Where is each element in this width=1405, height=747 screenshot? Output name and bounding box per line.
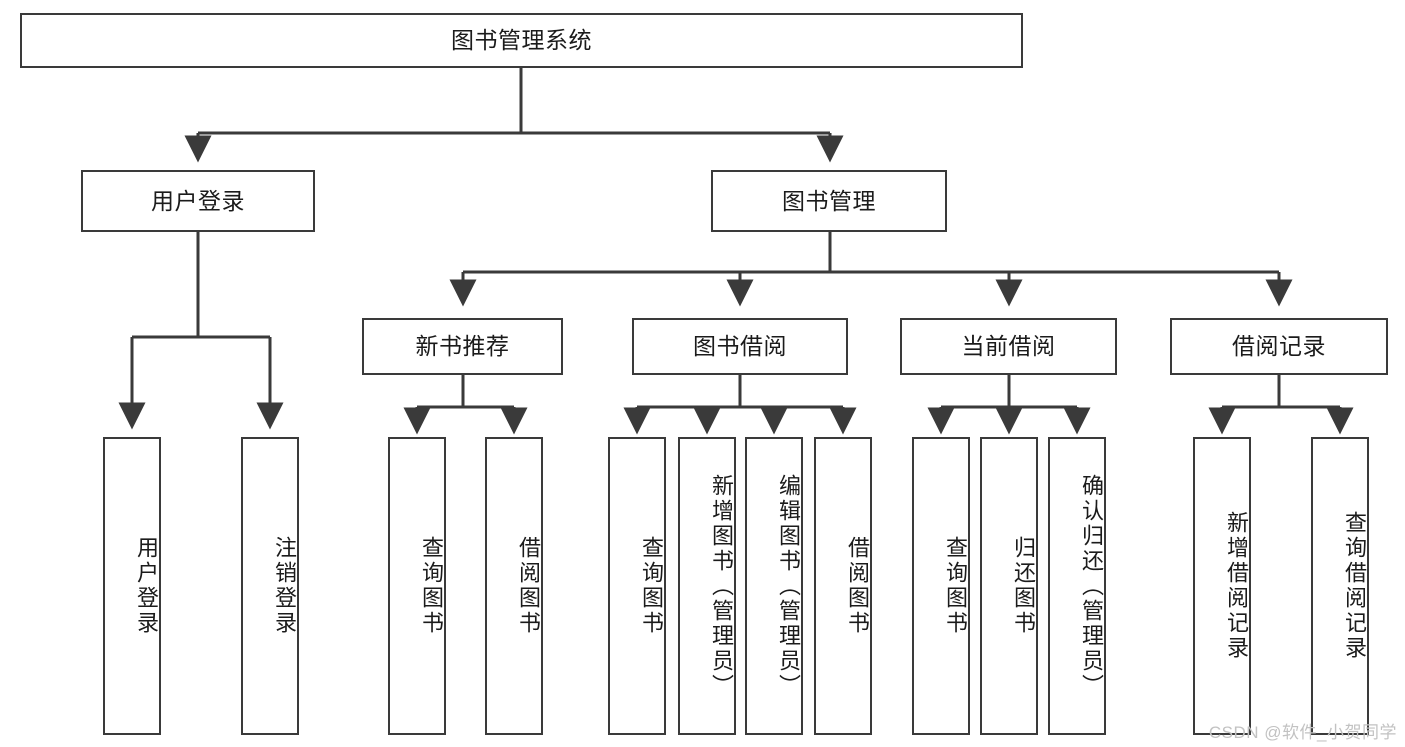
node-book-management[interactable]: 图书管理	[711, 170, 947, 232]
node-new-book-recommend[interactable]: 新书推荐	[362, 318, 563, 375]
node-label: 图书管理	[782, 187, 876, 214]
node-leaf-user-login[interactable]: 用户登录	[103, 437, 161, 735]
node-label: 查询借阅记录	[1342, 511, 1367, 661]
node-label: 图书管理系统	[451, 27, 592, 54]
node-user-login[interactable]: 用户登录	[81, 170, 315, 232]
node-leaf-add-record[interactable]: 新增借阅记录	[1193, 437, 1251, 735]
node-label: 查询图书	[943, 536, 968, 636]
node-leaf-query-book-1[interactable]: 查询图书	[388, 437, 446, 735]
node-label: 借阅图书	[845, 536, 870, 636]
node-leaf-confirm-return[interactable]: 确认归还（管理员）	[1048, 437, 1106, 735]
node-label: 新增借阅记录	[1224, 511, 1249, 661]
node-leaf-logout-login[interactable]: 注销登录	[241, 437, 299, 735]
node-library-management-system[interactable]: 图书管理系统	[20, 13, 1023, 68]
node-label: 用户登录	[134, 536, 159, 636]
node-label: 新书推荐	[415, 333, 510, 360]
node-leaf-add-book[interactable]: 新增图书（管理员）	[678, 437, 736, 735]
watermark: CSDN @软件_小贺同学	[1208, 723, 1397, 742]
node-borrow-record[interactable]: 借阅记录	[1170, 318, 1388, 375]
node-leaf-edit-book[interactable]: 编辑图书（管理员）	[745, 437, 803, 735]
node-current-borrow[interactable]: 当前借阅	[900, 318, 1117, 375]
node-label: 用户登录	[151, 187, 245, 214]
node-label: 查询图书	[419, 536, 444, 636]
node-label: 当前借阅	[961, 333, 1056, 360]
node-label: 注销登录	[272, 536, 297, 636]
node-leaf-query-record[interactable]: 查询借阅记录	[1311, 437, 1369, 735]
node-label: 图书借阅	[693, 333, 787, 360]
node-leaf-borrow-book-1[interactable]: 借阅图书	[485, 437, 543, 735]
node-label: 确认归还（管理员）	[1079, 473, 1104, 699]
node-leaf-query-book-3[interactable]: 查询图书	[912, 437, 970, 735]
node-label: 归还图书	[1011, 536, 1036, 636]
node-leaf-borrow-book-2[interactable]: 借阅图书	[814, 437, 872, 735]
node-leaf-query-book-2[interactable]: 查询图书	[608, 437, 666, 735]
node-label: 借阅记录	[1232, 333, 1326, 360]
node-leaf-return-book[interactable]: 归还图书	[980, 437, 1038, 735]
node-label: 借阅图书	[516, 536, 541, 636]
node-book-borrow[interactable]: 图书借阅	[632, 318, 848, 375]
node-label: 查询图书	[639, 536, 664, 636]
node-label: 编辑图书（管理员）	[776, 473, 801, 699]
node-label: 新增图书（管理员）	[709, 473, 734, 699]
